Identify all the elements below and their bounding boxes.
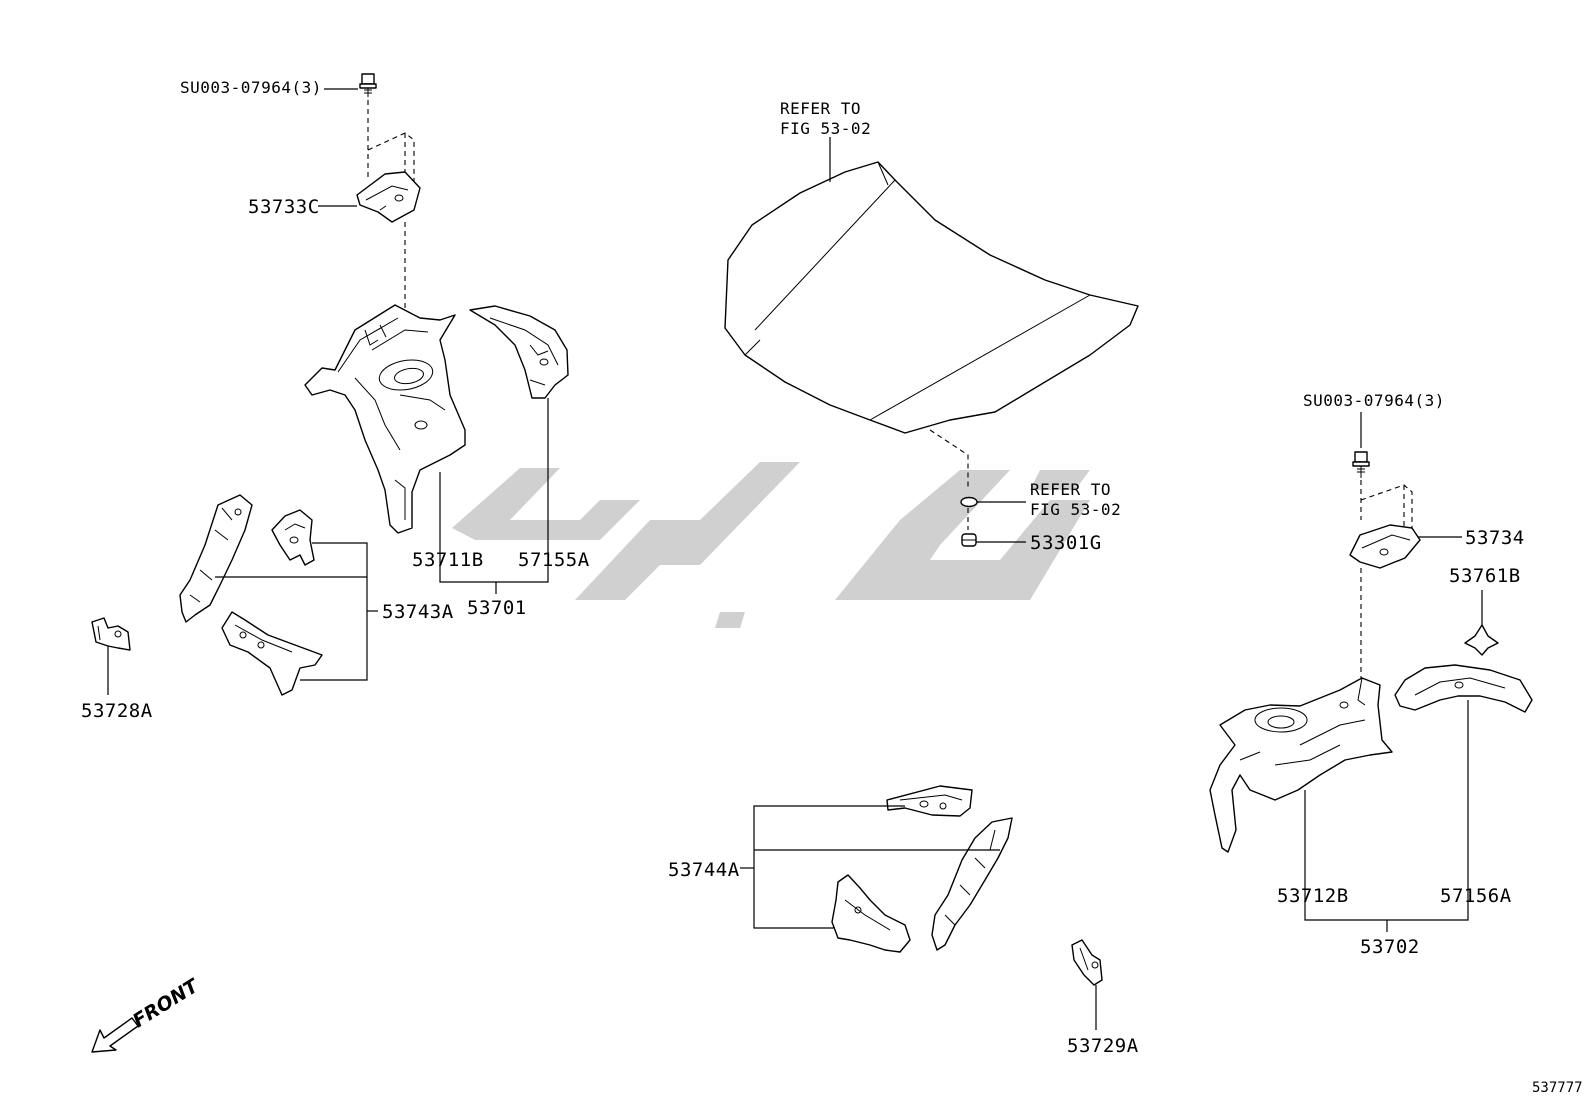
label-refer-hood-2: FIG 53-02: [780, 119, 871, 138]
label-front: FRONT: [129, 974, 204, 1032]
part-53729A: [1071, 939, 1103, 986]
label-53728A: 53728A: [81, 700, 153, 722]
part-57155A: [469, 305, 569, 399]
part-53728A: [91, 617, 131, 651]
part-53301G: [961, 533, 977, 547]
part-53743A-member: [179, 494, 253, 623]
label-53743A: 53743A: [382, 601, 454, 623]
part-53734: [1349, 524, 1421, 569]
part-53744A-bracket: [886, 785, 973, 817]
label-53701: 53701: [467, 597, 527, 619]
drawing-number: 537777: [1532, 1080, 1583, 1096]
part-53743A-reinforcement: [221, 611, 323, 696]
part-53761B: [1464, 624, 1499, 656]
part-53712B: [1209, 677, 1393, 853]
part-53744A-member: [931, 817, 1013, 951]
label-refer-cushion-1: REFER TO: [1030, 480, 1111, 499]
part-57156A: [1394, 664, 1533, 713]
part-53711B: [304, 304, 466, 534]
label-53744A: 53744A: [668, 859, 740, 881]
label-refer-hood-1: REFER TO: [780, 99, 861, 118]
part-hood: [724, 161, 1139, 434]
label-57155A: 57155A: [518, 549, 590, 571]
label-su003-left: SU003-07964(3): [180, 78, 322, 97]
label-su003-right: SU003-07964(3): [1303, 391, 1445, 410]
label-53734: 53734: [1465, 527, 1525, 549]
part-53733C: [356, 171, 421, 223]
watermark-logo: [452, 462, 1090, 628]
label-53711B: 53711B: [412, 549, 484, 571]
label-57156A: 57156A: [1440, 885, 1512, 907]
label-53702: 53702: [1360, 936, 1420, 958]
bolt-su003-left: [359, 73, 377, 97]
part-53743A-bracket: [271, 509, 315, 566]
label-refer-cushion-2: FIG 53-02: [1030, 500, 1121, 519]
part-hood-cushion: [960, 496, 978, 508]
part-53744A-reinforcement: [831, 874, 911, 953]
front-arrow-icon: [91, 1017, 139, 1053]
label-53729A: 53729A: [1067, 1035, 1139, 1057]
label-53712B: 53712B: [1277, 885, 1349, 907]
bolt-su003-right: [1352, 451, 1370, 478]
label-53761B: 53761B: [1449, 565, 1521, 587]
label-53733C: 53733C: [248, 196, 320, 218]
label-53301G: 53301G: [1030, 532, 1102, 554]
